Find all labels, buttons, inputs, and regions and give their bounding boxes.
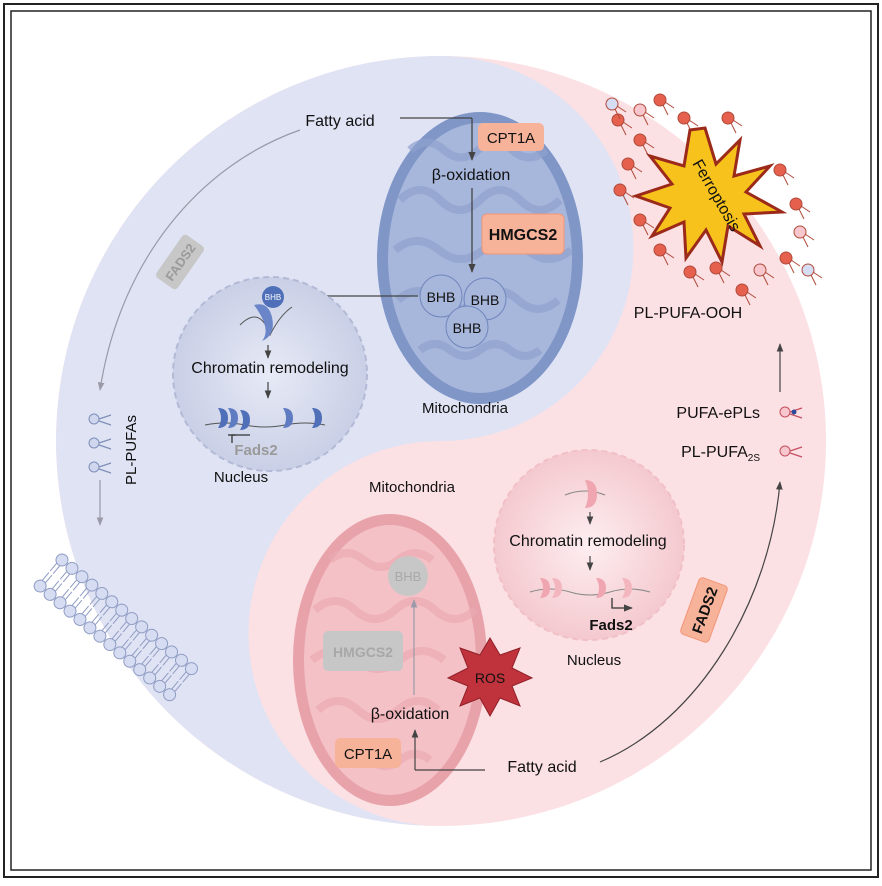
top-cpt1a-box xyxy=(478,123,544,151)
bottom-cpt1a-box xyxy=(335,738,401,768)
bottom-nucleus: Chromatin remodeling Fads2 Nucleus xyxy=(493,449,685,669)
top-pl-pufa-icons xyxy=(88,413,112,474)
top-pl-pufas-label: PL-PUFAs xyxy=(123,415,140,485)
bottom-hmgcs2-label: HMGCS2 xyxy=(333,644,393,660)
pl-pufa-2s-icon xyxy=(779,445,803,458)
bottom-bhb-label: BHB xyxy=(395,569,422,584)
ferroptosis-burst: Ferroptosis xyxy=(631,126,788,267)
mitochondrion-top xyxy=(377,112,583,404)
top-fatty-acid-label: Fatty acid xyxy=(305,113,374,130)
pufa-epls-icon xyxy=(779,406,803,419)
bottom-mitochondria-label: Mitochondria xyxy=(369,479,456,496)
top-cpt1a-label: CPT1A xyxy=(487,130,535,147)
ros-label: ROS xyxy=(475,670,505,686)
bottom-hmgcs2-box xyxy=(323,631,403,671)
svg-text:BHB: BHB xyxy=(265,293,281,302)
pl-pufa-2s-label: PL-PUFA2S xyxy=(681,444,760,464)
bottom-fads2-gene-label: Fads2 xyxy=(589,617,632,634)
bottom-bhb-bubble xyxy=(388,556,428,596)
ferroptosis-lipid-cluster xyxy=(605,93,823,306)
bottom-beta-oxidation-label: β-oxidation xyxy=(371,706,450,723)
svg-text:BHB: BHB xyxy=(471,292,500,308)
pufa-epls-label: PUFA-ePLs xyxy=(676,405,760,422)
bottom-right-arc-arrow xyxy=(599,481,783,763)
bottom-nucleus-label: Nucleus xyxy=(567,652,621,669)
bottom-cpt1a-label: CPT1A xyxy=(344,746,392,763)
top-mitochondria-label: Mitochondria xyxy=(422,400,509,417)
top-hmgcs2-box xyxy=(481,213,565,255)
top-bhb-cluster: BHB BHB BHB xyxy=(419,274,507,349)
top-nucleus-label: Nucleus xyxy=(214,469,268,486)
ros-burst: ROS xyxy=(446,637,534,718)
inner-frame xyxy=(10,10,872,871)
svg-text:BHB: BHB xyxy=(453,320,482,336)
membrane-bilayer xyxy=(33,553,198,702)
bottom-fatty-acid-label: Fatty acid xyxy=(507,759,576,776)
top-nucleus: BHB Chromatin remodeling Fads2 Nucleus xyxy=(172,276,368,486)
bottom-fads2-protein-tag: FADS2 xyxy=(680,577,728,643)
bottom-chromatin-label: Chromatin remodeling xyxy=(509,533,666,550)
svg-text:BHB: BHB xyxy=(427,289,456,305)
top-fads2-gene-label: Fads2 xyxy=(234,442,277,459)
pl-pufa-ooh-label: PL-PUFA-OOH xyxy=(634,305,742,322)
top-beta-oxidation-label: β-oxidation xyxy=(432,167,511,184)
top-left-arc-arrow xyxy=(97,129,301,391)
top-hmgcs2-label: HMGCS2 xyxy=(489,227,558,244)
top-chromatin-label: Chromatin remodeling xyxy=(191,360,348,377)
